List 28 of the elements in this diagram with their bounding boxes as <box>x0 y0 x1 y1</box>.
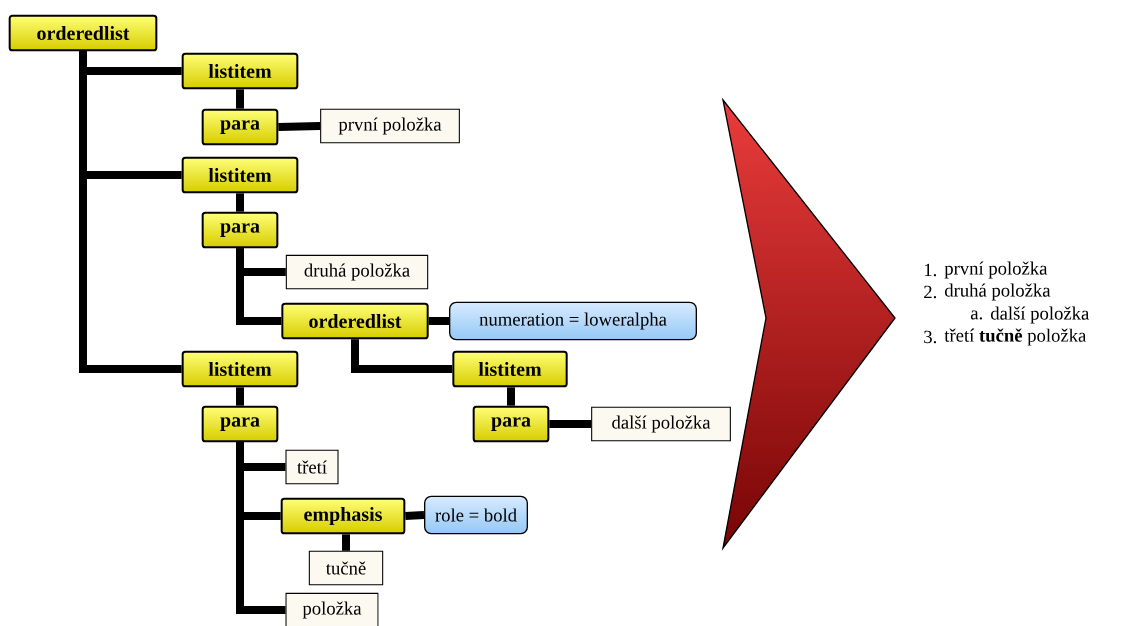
text-box: druhá položka <box>285 254 429 290</box>
list-number: 2. <box>924 285 937 299</box>
text-box: další položka <box>591 406 731 442</box>
attribute-box: numeration = loweralpha <box>449 301 697 341</box>
element-box: listitem <box>181 52 299 90</box>
element-box: para <box>472 405 550 443</box>
list-letter: a. <box>970 310 982 320</box>
element-box: orderedlist <box>281 302 429 340</box>
element-box: para <box>201 211 279 249</box>
attribute-box: role = bold <box>424 495 528 535</box>
list-number: 1. <box>924 263 937 277</box>
connector-line <box>405 511 425 520</box>
element-box: orderedlist <box>8 14 158 52</box>
text-box: třetí <box>285 449 339 485</box>
element-box: listitem <box>452 350 568 388</box>
text-box: tučně <box>308 550 384 586</box>
list-item-text: další položka <box>990 306 1090 324</box>
element-box: listitem <box>181 156 299 194</box>
text-box: položka <box>285 592 379 626</box>
list-item-text: první položka <box>944 261 1048 279</box>
element-box: para <box>201 405 279 443</box>
list-number: 3. <box>924 330 937 344</box>
element-box: para <box>201 108 279 146</box>
element-box: listitem <box>181 350 299 388</box>
list-item-text: třetí tučně položka <box>944 328 1087 346</box>
text-box: první položka <box>320 108 460 144</box>
element-box: emphasis <box>280 497 406 535</box>
list-item-text: druhá položka <box>944 283 1051 301</box>
